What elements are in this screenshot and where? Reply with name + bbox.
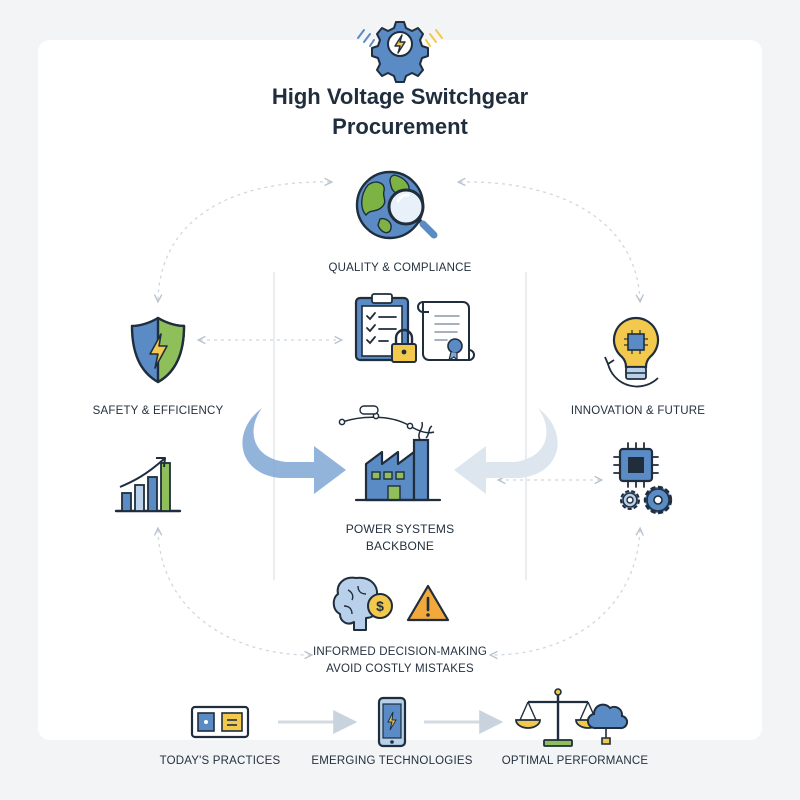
label-power-systems-backbone: POWER SYSTEMS BACKBONE bbox=[300, 521, 500, 555]
brain-dollar-icon: $ bbox=[332, 576, 393, 631]
gears-icon bbox=[620, 485, 673, 515]
arrow-left-into-core bbox=[242, 408, 346, 494]
title-line-1: High Voltage Switchgear bbox=[271, 84, 529, 109]
core-line-1: POWER SYSTEMS bbox=[345, 522, 455, 536]
label-safety-efficiency: SAFETY & EFFICIENCY bbox=[92, 405, 224, 417]
connector-bottom-left bbox=[158, 530, 310, 655]
label-quality-compliance: QUALITY & COMPLIANCE bbox=[328, 262, 472, 274]
checklist-lock-icon bbox=[354, 293, 417, 363]
warning-icon bbox=[406, 584, 450, 622]
document-seal-icon bbox=[417, 301, 475, 362]
lightbulb-chip-icon bbox=[604, 316, 660, 388]
label-informed-decision: INFORMED DECISION-MAKING AVOID COSTLY MI… bbox=[280, 644, 520, 678]
label-emerging-technologies: EMERGING TECHNOLOGIES bbox=[311, 755, 473, 767]
connector-top-right bbox=[460, 182, 640, 300]
arrow-right-into-core bbox=[454, 408, 558, 494]
label-innovation-future: INNOVATION & FUTURE bbox=[570, 405, 706, 417]
label-todays-practices: TODAY'S PRACTICES bbox=[159, 755, 281, 767]
connector-lines bbox=[158, 182, 640, 655]
title-line-2: Procurement bbox=[332, 114, 468, 139]
decision-line-1: INFORMED DECISION-MAKING bbox=[312, 646, 488, 658]
shield-bolt-icon bbox=[130, 316, 186, 384]
balance-cloud-icon bbox=[515, 688, 629, 747]
page-title: High Voltage Switchgear Procurement bbox=[180, 82, 620, 142]
connector-bottom-right bbox=[492, 530, 640, 655]
factory-icon bbox=[338, 405, 442, 502]
core-line-2: BACKBONE bbox=[365, 539, 435, 553]
decision-line-2: AVOID COSTLY MISTAKES bbox=[326, 663, 474, 675]
microchip-icon bbox=[613, 442, 659, 488]
switch-icon bbox=[190, 705, 250, 739]
connector-top-left bbox=[158, 182, 330, 300]
svg-text:$: $ bbox=[376, 598, 384, 614]
smartphone-icon bbox=[377, 696, 407, 748]
label-optimal-performance: OPTIMAL PERFORMANCE bbox=[501, 755, 649, 767]
bar-chart-icon bbox=[114, 457, 182, 513]
gear-bolt-icon bbox=[357, 21, 443, 83]
globe-magnifier-icon bbox=[355, 170, 438, 240]
